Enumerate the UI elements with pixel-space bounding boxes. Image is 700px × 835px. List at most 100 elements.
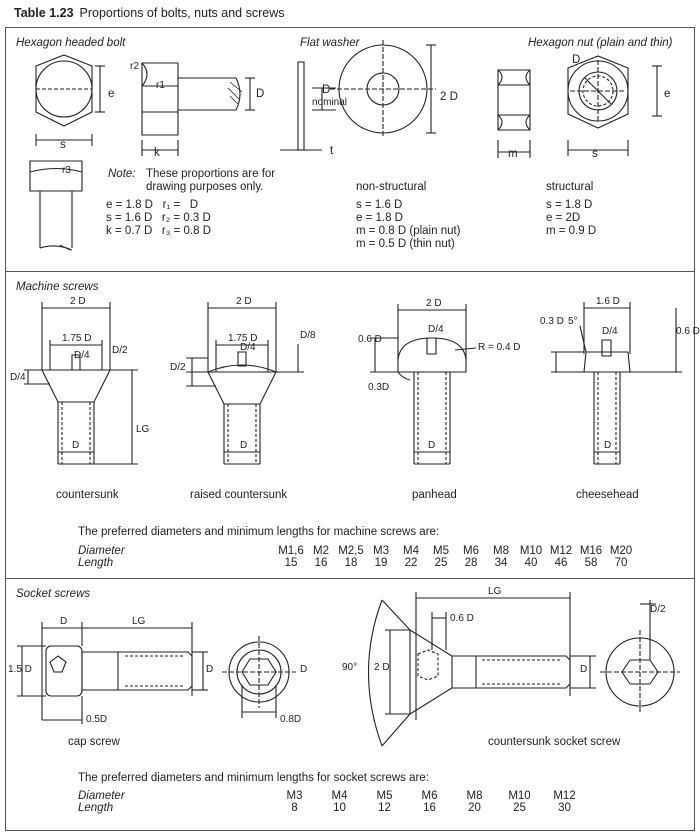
caption-countersunk-socket-screw: countersunk socket screw <box>488 736 621 748</box>
label-k: k <box>154 147 160 159</box>
note-label: Note: <box>108 168 136 180</box>
washer-label-t: t <box>330 145 334 157</box>
hex-bolt-end-view <box>36 55 92 126</box>
raised-countersunk-screw-drawing <box>186 302 304 464</box>
cs-label-D4-top: D/4 <box>74 350 90 361</box>
socket-length-cell: 20 <box>468 802 481 814</box>
non-structural-4: m = 0.5 D (thin nut) <box>356 238 455 250</box>
socket-diameter-cell: M6 <box>421 790 438 802</box>
flat-washer-title: Flat washer <box>300 37 360 49</box>
label-r2: r2 <box>130 61 139 72</box>
label-r3: r3 <box>62 165 71 176</box>
machine-diameter-cell: M8 <box>493 545 509 557</box>
washer-label-D: D <box>322 84 331 96</box>
rc-label-D: D <box>240 440 248 451</box>
bolt-prop-3: k = 0.7 D r₃ = 0.8 D <box>106 225 212 237</box>
nut-label-m: m <box>508 148 518 160</box>
ph-label-06D: 0.6 D <box>358 334 382 345</box>
ch-label-D4: D/4 <box>602 326 618 337</box>
machine-diameter-cell: M2 <box>313 545 329 557</box>
machine-length-cell: 58 <box>584 557 598 569</box>
ph-label-D: D <box>428 440 436 451</box>
table-title: Table 1.23 Proportions of bolts, nuts and… <box>14 6 285 20</box>
machine-diameter-cell: M6 <box>463 545 479 557</box>
hex-bolt-title: Hexagon headed bolt <box>16 37 126 49</box>
rc-label-D4: D/4 <box>240 342 256 353</box>
socket-length-cell: 16 <box>423 802 436 814</box>
socket-diameter-cell: M8 <box>466 790 483 802</box>
socket-length-cell: 30 <box>558 802 571 814</box>
cap-label-15D: 1.5 D <box>8 664 32 675</box>
washer-label-2D: 2 D <box>440 91 458 103</box>
hex-bolt-side-view <box>36 63 255 156</box>
socket-screws-title: Socket screws <box>16 588 91 600</box>
countersunk-socket-screw-drawing <box>369 592 597 746</box>
hex-bolt-chamfer-view <box>30 161 82 250</box>
hex-nut-title: Hexagon nut (plain and thin) <box>528 37 673 49</box>
socket-diameter-cell: M12 <box>553 790 576 802</box>
note-text-2: drawing purposes only. <box>146 181 264 193</box>
bolt-prop-1: e = 1.8 D r₁ = D <box>106 199 199 211</box>
machine-diameter-cell: M2,5 <box>338 545 364 557</box>
table-number: Table 1.23 <box>14 6 74 20</box>
socket-length-cell: 25 <box>513 802 526 814</box>
socket-preferred-text: The preferred diameters and minimum leng… <box>78 772 429 784</box>
ch-label-D: D <box>604 440 612 451</box>
socket-length-cell: 12 <box>378 802 391 814</box>
nut-label-D: D <box>572 54 581 66</box>
cs-label-175D: 1.75 D <box>62 333 92 344</box>
cs-socket-label-D: D <box>580 664 588 675</box>
caption-panhead: panhead <box>412 489 457 501</box>
caption-countersunk: countersunk <box>56 489 119 501</box>
machine-screws-title: Machine screws <box>16 281 99 293</box>
socket-diameter-cell: M5 <box>376 790 393 802</box>
rc-label-D2-b: D/2 <box>112 345 128 356</box>
label-e: e <box>108 88 115 100</box>
non-structural-2: e = 1.8 D <box>356 212 403 224</box>
section-divider-2 <box>5 578 695 579</box>
machine-diameter-cell: M16 <box>579 545 603 557</box>
bolt-prop-2: s = 1.6 D r₂ = 0.3 D <box>106 212 211 224</box>
non-structural-3: m = 0.8 D (plain nut) <box>356 225 461 237</box>
ph-label-03D: 0.3D <box>368 382 390 393</box>
table-title-text: Proportions of bolts, nuts and screws <box>79 6 285 20</box>
nut-side-view <box>498 70 530 158</box>
cap-label-05D: 0.5D <box>86 714 108 725</box>
structural-3: m = 0.9 D <box>546 225 597 237</box>
cap-label-08D: 0.8D <box>280 714 302 725</box>
cs-socket-label-D2: D/2 <box>650 604 666 615</box>
caption-raised-countersunk: raised countersunk <box>190 489 288 501</box>
caption-cap-screw: cap screw <box>68 736 120 748</box>
cap-label-D: D <box>60 616 68 627</box>
nut-face-view <box>568 56 662 156</box>
label-r1: r1 <box>156 80 165 91</box>
ph-label-D4: D/4 <box>428 324 444 335</box>
nut-label-s: s <box>592 148 598 160</box>
socket-length-cell: 10 <box>333 802 346 814</box>
rc-label-D2: D/2 <box>170 362 186 373</box>
cap-label-LG: LG <box>132 616 146 627</box>
machine-length-cell: 34 <box>494 557 508 569</box>
ph-label-2D: 2 D <box>426 298 442 309</box>
nut-label-e: e <box>664 88 671 100</box>
rc-label-2D: 2 D <box>236 296 252 307</box>
ch-label-03D: 0.3 D <box>540 316 564 327</box>
washer-label-nominal: nominal <box>312 97 348 108</box>
cs-socket-label-90: 90° <box>342 662 358 673</box>
machine-diameter-cell: M12 <box>549 545 573 557</box>
machine-diameter-cell: M3 <box>373 545 389 557</box>
machine-length-label: Length <box>78 557 114 569</box>
cap-screw-end-view <box>222 636 296 718</box>
machine-length-cell: 16 <box>314 557 328 569</box>
machine-diameter-cell: M20 <box>609 545 633 557</box>
structural-title: structural <box>546 181 594 193</box>
socket-diameter-cell: M4 <box>331 790 348 802</box>
structural-2: e = 2D <box>546 212 581 224</box>
countersunk-screw-drawing <box>24 302 138 464</box>
cs-label-D: D <box>72 440 80 451</box>
cs-socket-label-06D: 0.6 D <box>450 613 474 624</box>
table-frame <box>5 27 695 831</box>
